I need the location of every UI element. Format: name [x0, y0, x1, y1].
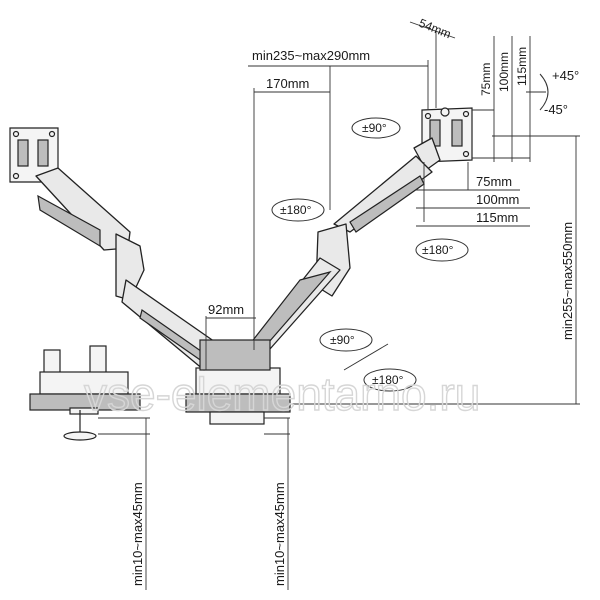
rotation-left-arm: ±180° — [280, 203, 312, 217]
dim-92: 92mm — [208, 302, 244, 317]
dim-54: 54mm — [417, 16, 453, 41]
labels: 54mm min235~max290mm 170mm 75mm 100mm 11… — [130, 16, 579, 586]
rotation-swivel-base: ±90° — [330, 333, 355, 347]
left-arm — [9, 127, 219, 371]
tilt-down: -45° — [544, 102, 568, 117]
dim-vesa-v75: 75mm — [479, 63, 493, 96]
dim-vesa-v115: 115mm — [515, 47, 529, 86]
rotation-arrow-icon — [415, 238, 469, 262]
watermark: vse-elementarno.ru — [84, 368, 480, 420]
dim-vesa-v100: 100mm — [497, 52, 511, 92]
rotation-arrow-icon — [351, 117, 401, 139]
left-clamp-base — [29, 345, 141, 441]
dim-vesa-h115: 115mm — [476, 210, 518, 225]
dim-height-range: min255~max550mm — [560, 222, 575, 340]
rotation-arrow-icon — [271, 198, 325, 222]
dim-clamp-left: min10~max45mm — [130, 482, 145, 586]
dim-clamp-right: min10~max45mm — [272, 482, 287, 586]
rotation-right-joint: ±180° — [422, 243, 454, 257]
rotation-swivel-head: ±90° — [362, 121, 387, 135]
dimension-lines — [98, 21, 580, 590]
dim-reach-range: min235~max290mm — [252, 48, 370, 63]
rotation-arrows — [271, 117, 469, 392]
rotation-arrow-icon — [363, 368, 417, 392]
dim-170: 170mm — [266, 76, 309, 91]
center-post — [199, 339, 271, 371]
tilt-up: +45° — [552, 68, 579, 83]
right-arm — [243, 107, 473, 359]
center-clamp-base — [185, 367, 291, 425]
dim-vesa-h100: 100mm — [476, 192, 519, 207]
dim-vesa-h75: 75mm — [476, 174, 512, 189]
rotation-arrow-icon — [319, 328, 373, 352]
rotation-base: ±180° — [372, 373, 404, 387]
